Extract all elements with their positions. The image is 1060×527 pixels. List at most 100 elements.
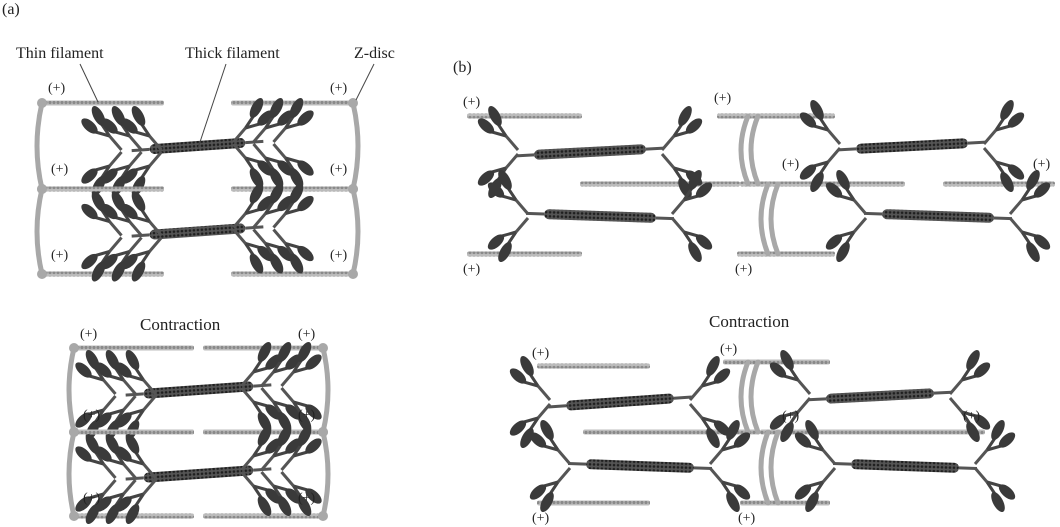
myosin-head [984,148,1027,194]
myosin-head [485,218,528,264]
panel-a-art [34,63,375,526]
leader-line [79,63,99,103]
thin-filament-label: Thin filament [16,45,104,62]
z-disc-node [69,511,79,521]
thick-filament-tail [993,216,1013,221]
thin-filament [537,363,650,369]
thick-filament-tail [525,211,545,216]
plus-end-marker: (+) [782,157,800,172]
thick-filament-core [544,209,656,223]
myosin-head [119,238,162,284]
thick-filament [838,138,986,154]
thin-filament [44,100,164,106]
myosin-head [948,346,995,396]
myosin-head [767,348,810,394]
thick-filament-tail [863,211,883,216]
thick-filament-tail [645,146,664,151]
plus-end-marker: (+) [83,408,101,423]
thick-filament-tail [958,466,978,471]
z-disc [748,359,761,435]
myosin-head [475,104,518,150]
thin-filament [467,251,582,257]
thick-filament-tail [832,461,852,466]
z-disc-node [348,184,358,194]
z-disc-node [69,427,79,437]
plus-end-marker: (+) [48,81,66,96]
z-disc [768,429,781,506]
myosin-head [113,396,156,442]
thick-filament-tail [967,140,986,145]
plus-end-marker: (+) [735,262,753,277]
myosin-head [113,432,156,478]
thick-filament-tail [516,153,535,158]
thick-filament-tail [808,397,827,402]
thick-filament-core [566,393,674,411]
z-disc [320,345,331,435]
plus-end-marker: (+) [463,262,481,277]
z-disc [738,113,751,187]
myosin-head [119,189,162,235]
myosin-head [113,480,156,526]
plus-end-marker: (+) [83,491,101,506]
myosin-head [672,218,715,264]
plus-end-marker: (+) [963,409,981,424]
thin-filament [943,181,1055,187]
z-disc [320,429,331,519]
thin-filament [737,251,835,257]
thick-filament [567,459,713,473]
thin-filament [580,181,740,187]
z-disc [758,429,771,506]
myosin-head [792,418,835,464]
thick-filament-tail [548,404,567,409]
z-disc [350,100,361,192]
plus-end-marker: (+) [51,248,69,263]
myosin-head [710,468,753,514]
thin-filament [203,513,321,519]
z-disc-node [348,269,358,279]
thick-filament-tail [655,216,675,221]
thick-filament-tail [693,466,713,471]
thick-filament-core [826,388,934,404]
leader-line [197,63,227,149]
z-disc [758,181,771,257]
z-disc [350,186,361,277]
thin-filament [740,181,905,187]
thick-filament-core [851,459,959,473]
thick-filament-core [586,459,694,473]
thick-filament [863,209,1013,223]
panel-a-letter: (a) [2,1,20,18]
thin-filament [44,271,164,277]
z-disc [34,186,45,277]
thick-filament-core [882,209,994,223]
plus-end-marker: (+) [714,91,732,106]
z-disc-node [69,343,79,353]
plus-end-marker: (+) [532,346,550,361]
panel-b-art [467,96,1055,514]
thin-filament [44,186,164,192]
myosin-head [792,468,835,514]
myosin-head [1010,218,1053,264]
plus-end-marker: (+) [782,409,800,424]
thin-filament [231,100,351,106]
thick-filament-tail [933,390,952,395]
myosin-head [797,98,840,144]
z-disc-node [348,98,358,108]
plus-end-marker: (+) [298,327,316,342]
plus-end-marker: (+) [738,511,756,526]
myosin-head [119,104,162,150]
z-disc [66,429,77,519]
thin-filament [467,113,582,119]
panel-b-letter: (b) [453,59,472,76]
z-disc [768,181,781,257]
thin-filament [76,429,194,435]
myosin-head [660,102,707,152]
plus-end-marker: (+) [298,408,316,423]
plus-end-marker: (+) [330,81,348,96]
thick-filament-core [149,138,246,154]
z-disc [748,113,761,187]
z-disc-node [318,427,328,437]
myosin-head [975,468,1018,514]
plus-end-marker: (+) [80,327,98,342]
thick-filament-core [143,465,254,483]
